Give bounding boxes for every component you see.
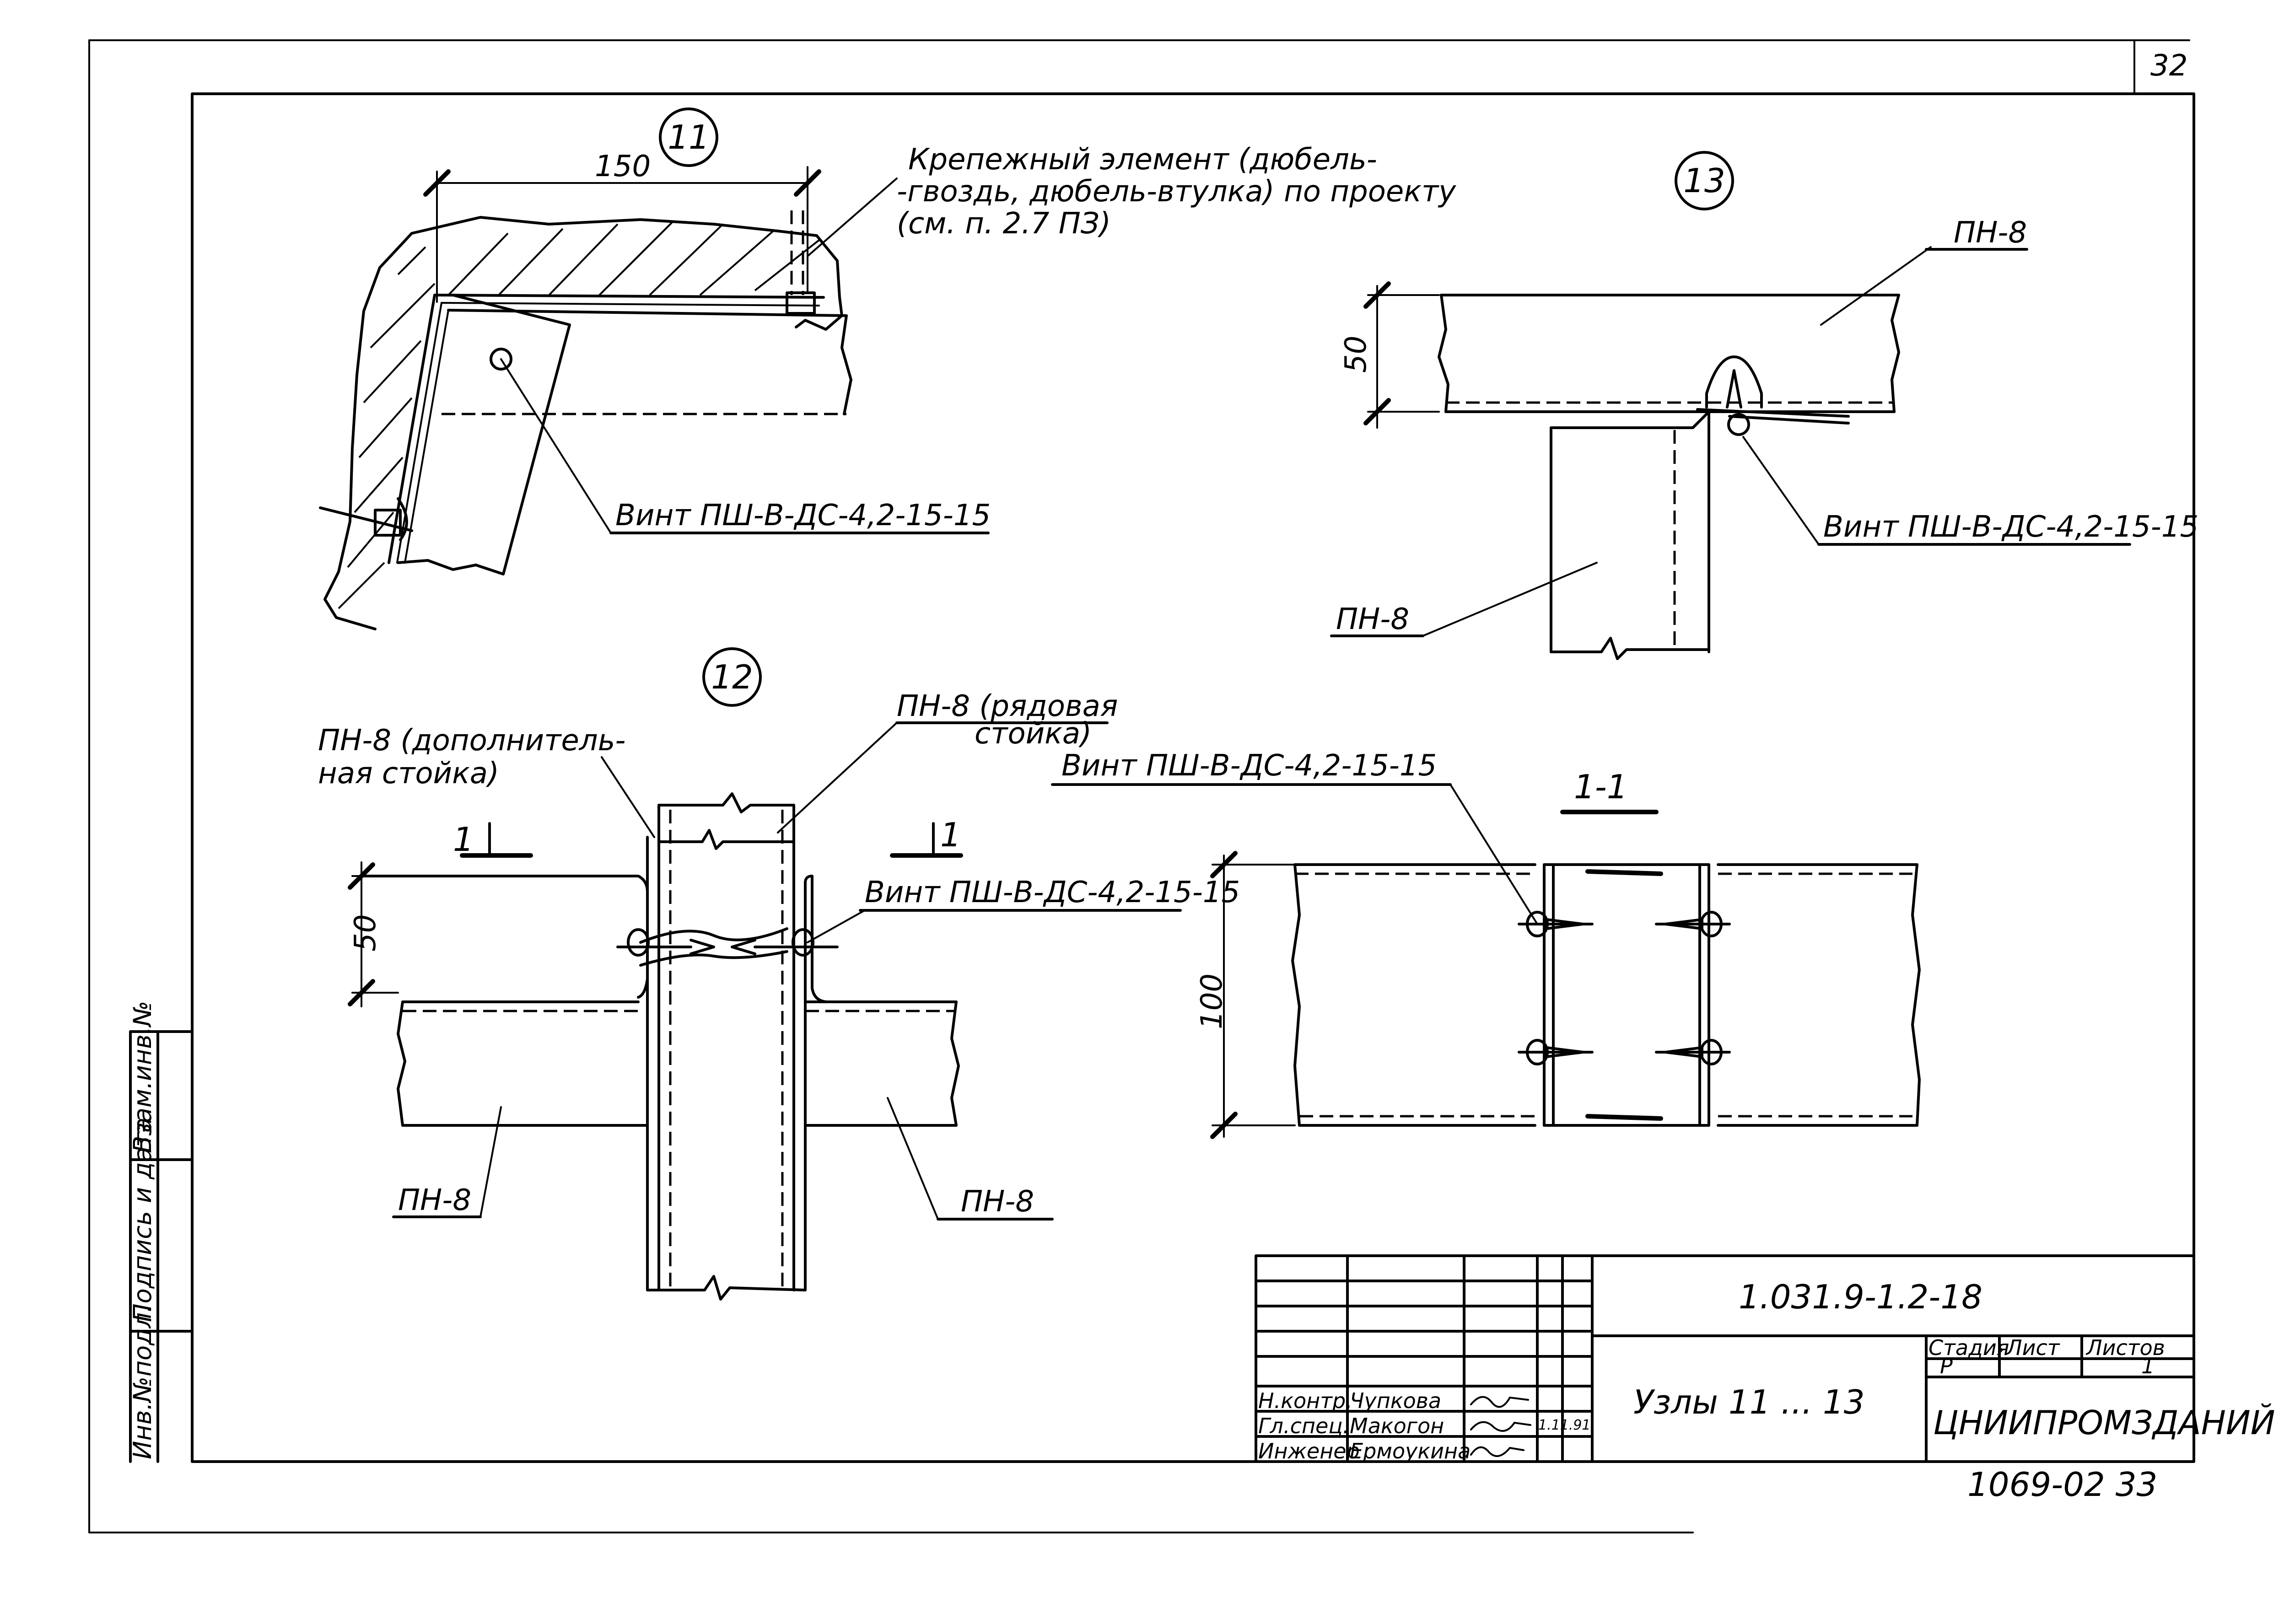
role-1: Н.контр. — [1258, 1388, 1352, 1413]
role-2: Гл.спец. — [1258, 1414, 1349, 1438]
node-12-section-mark-left: 1 — [453, 820, 474, 859]
section-1-1: 1-1 100 — [1051, 749, 1921, 1139]
page-number: 32 — [2150, 49, 2187, 83]
footer-code: 1069-02 33 — [1967, 1465, 2157, 1504]
node-12-left-label-1: ПН-8 (дополнитель- — [318, 724, 626, 758]
drawing-name: Узлы 11 ... 13 — [1633, 1383, 1865, 1421]
signature-3 — [1470, 1446, 1524, 1457]
signature-2 — [1470, 1421, 1531, 1432]
node-11-note-2: -гвоздь, дюбель-втулка) по проекту — [897, 175, 1456, 209]
side-label-inv: Инв.№подл. — [128, 1305, 157, 1459]
document-code: 1.031.9-1.2-18 — [1739, 1278, 1982, 1316]
concrete-hatching — [338, 221, 820, 609]
role-3: Инженер — [1258, 1439, 1360, 1463]
node-12-right-label-1: ПН-8 (рядовая — [897, 689, 1118, 723]
side-stamp-labels: Инв.№подл. Подпись и дата Взам.инв.№ — [128, 1001, 157, 1459]
node-11-dim: 150 — [595, 150, 651, 183]
signature-1 — [1470, 1396, 1529, 1408]
node-11-number: 11 — [668, 118, 710, 156]
node-11-marker — [659, 108, 718, 167]
node-11: 11 150 — [319, 108, 1456, 630]
sheets-header: Листов — [2085, 1335, 2165, 1360]
node-12-marker — [702, 647, 762, 707]
node-12-section-mark-right: 1 — [940, 816, 961, 854]
name-1: Чупкова — [1350, 1388, 1441, 1413]
node-13-bottom-profile: ПН-8 — [1336, 602, 1409, 636]
stage-header: Стадия — [1928, 1335, 2009, 1360]
node-13: 13 50 ПН-8 Винт ПШ-В-ДС-4,2-15-15 — [1330, 151, 2198, 660]
stage-value: Р — [1940, 1354, 1953, 1378]
section-title: 1-1 — [1574, 768, 1628, 806]
node-13-number: 13 — [1683, 161, 1725, 200]
name-3: Ермоукина — [1350, 1439, 1471, 1463]
sheet-header: Лист — [2005, 1335, 2060, 1360]
section-dim: 100 — [1195, 973, 1229, 1029]
sheet-frame — [88, 39, 2195, 1533]
node-11-note-1: Крепежный элемент (дюбель- — [908, 143, 1377, 177]
section-screws — [1518, 911, 1731, 1065]
node-12-number: 12 — [711, 658, 753, 696]
side-label-sign: Подпись и дата — [128, 1118, 157, 1322]
side-label-replace: Взам.инв.№ — [128, 1001, 157, 1153]
node-13-screw: Винт ПШ-В-ДС-4,2-15-15 — [1823, 510, 2198, 544]
date: 1.11.91 — [1538, 1417, 1591, 1433]
section-screw: Винт ПШ-В-ДС-4,2-15-15 — [1061, 749, 1437, 783]
title-block-text: 1.031.9-1.2-18 Узлы 11 ... 13 Стадия Лис… — [1258, 1278, 2275, 1463]
name-2: Макогон — [1350, 1414, 1444, 1438]
sheets-value: 1 — [2141, 1354, 2155, 1378]
organization: ЦНИИПРОМЗДАНИЙ — [1933, 1404, 2275, 1442]
node-12: 12 ПН-8 (дополнитель- ная стойка) ПН-8 (… — [318, 647, 1240, 1301]
node-13-top-profile: ПН-8 — [1954, 216, 2027, 250]
node-12-left-label-2: ная стойка) — [318, 757, 499, 790]
node-13-dim: 50 — [1339, 336, 1373, 373]
node-12-screw: Винт ПШ-В-ДС-4,2-15-15 — [865, 876, 1240, 909]
node-13-marker — [1675, 151, 1734, 210]
node-12-dim: 50 — [349, 914, 382, 952]
node-12-left-profile: ПН-8 — [398, 1183, 471, 1217]
node-11-screw: Винт ПШ-В-ДС-4,2-15-15 — [615, 499, 991, 532]
node-11-note-3: (см. п. 2.7 ПЗ) — [897, 207, 1111, 241]
node-12-right-profile: ПН-8 — [961, 1185, 1034, 1219]
title-block — [1255, 1254, 2195, 1463]
